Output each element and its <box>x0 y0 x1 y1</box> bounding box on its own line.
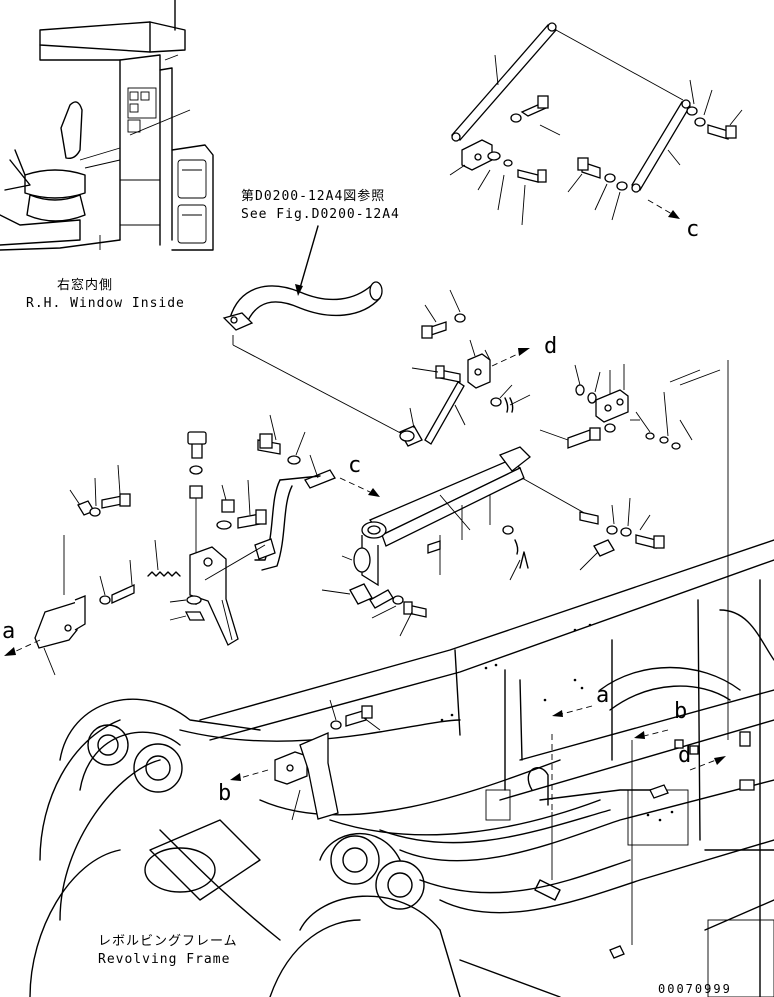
view-letter-c-top: c <box>686 217 699 242</box>
view-letter-d-top: d <box>544 334 557 359</box>
reference-label-japanese: 第D0200-12A4図参照 <box>241 188 385 204</box>
arm-assembly: d <box>304 289 599 637</box>
frame-label-english: Revolving Frame <box>98 952 230 967</box>
reference-callout: 第D0200-12A4図参照 See Fig.D0200-12A4 <box>222 188 411 439</box>
view-letter-a-left: a <box>2 619 15 644</box>
view-letter-d-frame: d <box>678 743 691 768</box>
view-letter-b-left: b <box>218 781 231 806</box>
right-bracket-assembly <box>539 364 721 571</box>
stay-rod-assembly: c <box>449 22 743 242</box>
drawing-code: 00070999 <box>658 982 732 996</box>
view-letter-b-frame: b <box>674 699 687 724</box>
revolving-frame: a b d b レボルビングフレーム Revolving Frame <box>29 360 774 997</box>
left-bracket-assembly: a <box>2 414 321 676</box>
inset-label-english: R.H. Window Inside <box>26 296 185 311</box>
frame-label-japanese: レボルビングフレーム <box>98 934 238 949</box>
reference-label-english: See Fig.D0200-12A4 <box>241 207 400 222</box>
view-letter-c-middle: c <box>348 453 361 478</box>
view-letter-a-frame: a <box>596 683 609 708</box>
cab-inset: 右窓内側 R.H. Window Inside <box>0 0 214 311</box>
inset-label-japanese: 右窓内側 <box>57 277 113 293</box>
